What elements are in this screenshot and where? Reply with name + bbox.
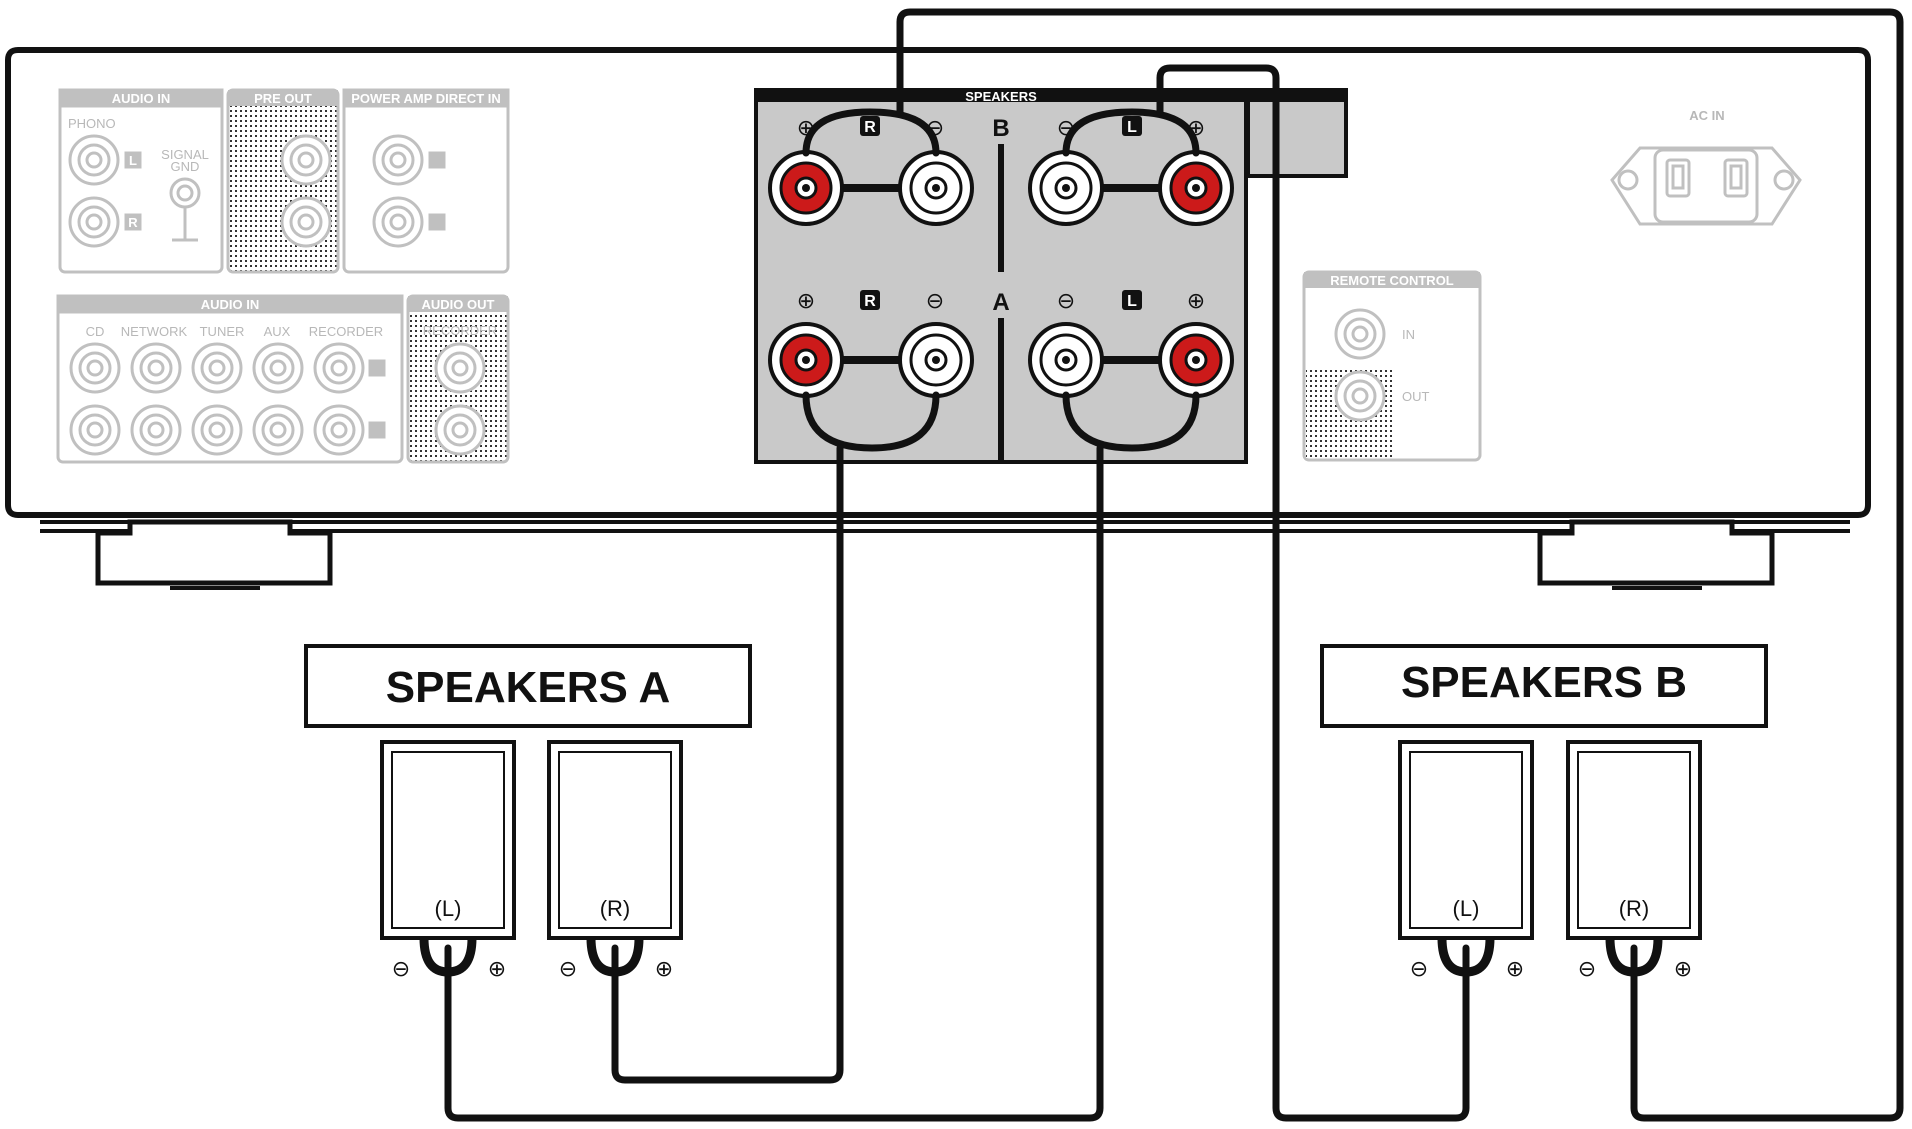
a-l-minus-symbol: ⊖ <box>1057 289 1075 314</box>
a-r-badge-box <box>860 290 880 310</box>
audio-in-inputs-section <box>56 294 404 464</box>
b-l-badge-box <box>1122 116 1142 136</box>
power-amp-direct-in-section <box>342 88 510 274</box>
terminal-b-l-plus <box>1158 150 1234 226</box>
speaker-a-left-label: (L) <box>435 896 462 921</box>
wire-speaker-a-left-run <box>444 444 1104 1122</box>
speaker-b-left-label: (L) <box>1453 896 1480 921</box>
speaker-terminal-block <box>754 88 1348 464</box>
power-amp-direct-in-label: POWER AMP DIRECT IN <box>351 91 501 106</box>
speakers-a-title: SPEAKERS A <box>386 663 670 712</box>
speaker-a-left-minus: ⊖ <box>392 957 410 982</box>
remote-out-label: OUT <box>1402 389 1430 404</box>
ac-inlet <box>1610 146 1802 226</box>
input-recorder-label: RECORDER <box>309 324 383 339</box>
speaker-wires <box>444 8 1904 1122</box>
wire-speaker-b-right-run <box>896 8 1904 1122</box>
terminal-b-l-minus <box>1028 150 1104 226</box>
input-cd-label: CD <box>86 324 105 339</box>
input-network-label: NETWORK <box>121 324 188 339</box>
speakers-b-title: SPEAKERS B <box>1401 658 1687 707</box>
a-r-plus-symbol: ⊕ <box>797 289 815 314</box>
audio-in-phono-section <box>58 88 224 274</box>
terminal-b-r-minus <box>898 150 974 226</box>
b-r-badge-box <box>860 116 880 136</box>
remote-in-label: IN <box>1402 327 1415 342</box>
row-b-label: B <box>992 115 1009 142</box>
a-l-badge-box <box>1122 290 1142 310</box>
a-r-minus-symbol: ⊖ <box>926 289 944 314</box>
terminal-a-r-minus <box>898 322 974 398</box>
a-l-plus-symbol: ⊕ <box>1187 289 1205 314</box>
wire-speaker-b-left-run <box>1156 64 1470 1122</box>
speaker-b-right: (R) ⊖ ⊕ <box>1566 740 1702 982</box>
a-r-badge: R <box>864 293 876 310</box>
speakers-b-group: SPEAKERS B (L) ⊖ ⊕ (R) ⊖ ⊕ <box>1320 644 1768 982</box>
remote-control-section <box>1302 270 1482 462</box>
remote-control-label: REMOTE CONTROL <box>1330 273 1454 288</box>
left-foot <box>95 519 333 586</box>
row-a-label: A <box>992 289 1009 316</box>
audio-out-section <box>406 294 510 464</box>
speakers-b-title-box <box>1320 644 1768 728</box>
speaker-a-right-minus: ⊖ <box>559 957 577 982</box>
b-l-badge: L <box>1127 119 1137 136</box>
speaker-b-right-plus: ⊕ <box>1674 957 1692 982</box>
audio-out-recorder-label: RECORDER <box>423 323 497 338</box>
speaker-a-left: (L) ⊖ ⊕ <box>380 740 516 982</box>
wire-speaker-a-left <box>1062 391 1200 452</box>
wire-speaker-a-right <box>802 391 940 452</box>
speakers-a-title-box <box>304 644 752 728</box>
speaker-b-left-minus: ⊖ <box>1410 957 1428 982</box>
speaker-a-right-label: (R) <box>600 896 631 921</box>
phono-l-badge: L <box>129 153 137 168</box>
speaker-b-right-minus: ⊖ <box>1578 957 1596 982</box>
speaker-a-right: (R) ⊖ ⊕ <box>547 740 683 982</box>
speaker-a-left-plus: ⊕ <box>488 957 506 982</box>
audio-out-label: AUDIO OUT <box>422 297 495 312</box>
speaker-b-right-label: (R) <box>1619 896 1650 921</box>
phono-label: PHONO <box>68 116 116 131</box>
audio-in-top-label: AUDIO IN <box>112 91 171 106</box>
terminal-a-l-minus <box>1028 322 1104 398</box>
terminal-a-r-plus <box>768 322 844 398</box>
speakers-header-label: SPEAKERS <box>965 89 1037 104</box>
input-aux-label: AUX <box>264 324 291 339</box>
speaker-a-right-plus: ⊕ <box>655 957 673 982</box>
terminal-b-r-plus <box>768 150 844 226</box>
ac-in-label: AC IN <box>1689 108 1724 123</box>
wire-speaker-b-right <box>802 108 940 157</box>
pre-out-section <box>226 88 340 274</box>
speaker-b-left-plus: ⊕ <box>1506 957 1524 982</box>
input-tuner-label: TUNER <box>200 324 245 339</box>
b-r-badge: R <box>864 119 876 136</box>
speaker-b-left: (L) ⊖ ⊕ <box>1398 740 1534 982</box>
wire-speaker-a-right-run <box>611 444 844 1084</box>
a-l-badge: L <box>1127 293 1137 310</box>
speakers-a-group: SPEAKERS A (L) ⊖ ⊕ (R) ⊖ ⊕ <box>304 644 752 982</box>
audio-in-bottom-label: AUDIO IN <box>201 297 260 312</box>
terminal-a-l-plus <box>1158 322 1234 398</box>
pre-out-label: PRE OUT <box>254 91 312 106</box>
signal-gnd-label-1: SIGNAL <box>161 147 209 162</box>
phono-r-badge: R <box>128 215 138 230</box>
signal-gnd-label-2: GND <box>171 159 200 174</box>
wire-speaker-b-left <box>1062 108 1200 157</box>
right-foot <box>1537 519 1775 586</box>
